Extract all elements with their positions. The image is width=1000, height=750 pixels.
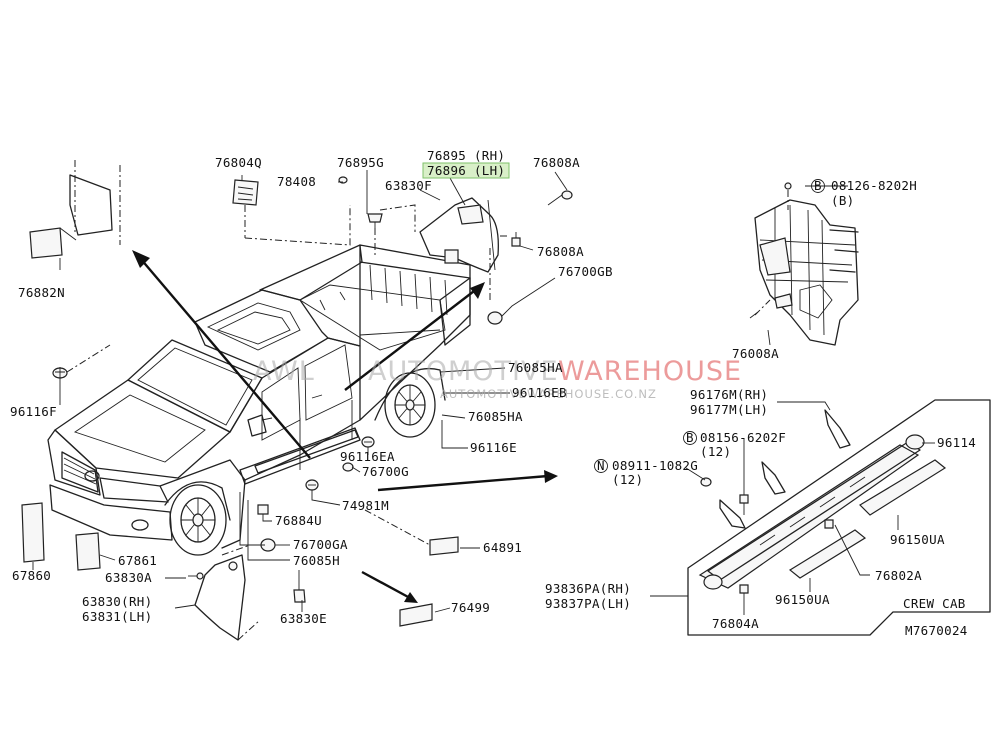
bolt-circle-B-1 bbox=[811, 179, 825, 193]
label-76008A[interactable]: 76008A bbox=[732, 346, 779, 361]
part-76700GB-grommet bbox=[487, 311, 503, 325]
label-76802A[interactable]: 76802A bbox=[875, 568, 922, 583]
label-08126-circle: B bbox=[814, 178, 822, 193]
part-67861-plate bbox=[75, 532, 101, 571]
watermark-middle: AUTOMOTIVE bbox=[368, 356, 559, 387]
label-96176M-rh[interactable]: 96176M(RH) bbox=[690, 387, 768, 402]
label-96116EA[interactable]: 96116EA bbox=[340, 449, 395, 464]
label-63830F[interactable]: 63830F bbox=[385, 178, 432, 193]
crew-cab-title: CREW CAB bbox=[903, 596, 966, 611]
assembly-guides-top bbox=[244, 204, 510, 300]
part-76895-mudguard-rear bbox=[419, 197, 499, 273]
label-76804A[interactable]: 76804A bbox=[712, 616, 759, 631]
label-08156[interactable]: 08156-6202F bbox=[700, 430, 786, 445]
watermark: AWL AUTOMOTIVE WAREHOUSE AUTOMOTIVEWAREH… bbox=[253, 356, 742, 401]
part-76700G-plug bbox=[342, 462, 354, 472]
label-96177M-lh[interactable]: 96177M(LH) bbox=[690, 402, 768, 417]
part-76884U-clip bbox=[257, 504, 269, 515]
crew-cab-panel bbox=[687, 399, 991, 636]
label-08156-circle: B bbox=[686, 430, 694, 445]
highlight-box bbox=[422, 162, 510, 179]
label-76085HA-1[interactable]: 76085HA bbox=[508, 360, 563, 375]
label-08911[interactable]: 08911-1082G bbox=[612, 458, 698, 473]
watermark-left: AWL bbox=[253, 356, 315, 387]
label-76808A-top[interactable]: 76808A bbox=[533, 155, 580, 170]
label-08911-qty: (12) bbox=[612, 472, 643, 487]
part-78408-clip bbox=[338, 176, 348, 184]
label-76895-rh[interactable]: 76895 (RH) bbox=[427, 148, 505, 163]
truck-illustration bbox=[47, 244, 471, 556]
label-76804Q[interactable]: 76804Q bbox=[215, 155, 262, 170]
label-96116E[interactable]: 96116E bbox=[470, 440, 517, 455]
label-64891[interactable]: 64891 bbox=[483, 540, 522, 555]
label-96150UA-2[interactable]: 96150UA bbox=[775, 592, 830, 607]
label-63830-rh[interactable]: 63830(RH) bbox=[82, 594, 152, 609]
watermark-url: AUTOMOTIVEWAREHOUSE.CO.NZ bbox=[440, 387, 657, 401]
label-63830A[interactable]: 63830A bbox=[105, 570, 152, 585]
watermark-right: WAREHOUSE bbox=[558, 356, 742, 387]
label-93836PA-rh[interactable]: 93836PA(RH) bbox=[545, 581, 631, 596]
label-76700GA[interactable]: 76700GA bbox=[293, 537, 348, 552]
label-08126[interactable]: 08126-8202H bbox=[831, 178, 917, 193]
label-67861[interactable]: 67861 bbox=[118, 553, 157, 568]
part-96116EA-clip bbox=[361, 436, 375, 448]
label-76085HA-2[interactable]: 76085HA bbox=[468, 409, 523, 424]
label-78408[interactable]: 78408 bbox=[277, 174, 316, 189]
part-63830-mudflap-front bbox=[188, 544, 261, 641]
label-76895G[interactable]: 76895G bbox=[337, 155, 384, 170]
engine-bay-illustration bbox=[749, 182, 859, 346]
direction-arrows bbox=[132, 250, 558, 603]
label-96116EB[interactable]: 96116EB bbox=[512, 385, 567, 400]
label-76085H[interactable]: 76085H bbox=[293, 553, 340, 568]
label-74981M[interactable]: 74981M bbox=[342, 498, 389, 513]
label-63831-lh[interactable]: 63831(LH) bbox=[82, 609, 152, 624]
label-96114[interactable]: 96114 bbox=[937, 435, 976, 450]
label-67860[interactable]: 67860 bbox=[12, 568, 51, 583]
part-74981M-plug bbox=[305, 479, 319, 491]
label-96116F[interactable]: 96116F bbox=[10, 404, 57, 419]
label-76700G[interactable]: 76700G bbox=[362, 464, 409, 479]
label-76808A-mid[interactable]: 76808A bbox=[537, 244, 584, 259]
label-76884U[interactable]: 76884U bbox=[275, 513, 322, 528]
label-08126-qty: (B) bbox=[831, 193, 854, 208]
leader-lines bbox=[32, 170, 935, 615]
label-76700GB[interactable]: 76700GB bbox=[558, 264, 613, 279]
part-67860-plate bbox=[21, 502, 45, 563]
part-76804Q-pad bbox=[232, 179, 259, 206]
part-76808A-screws bbox=[511, 190, 573, 247]
label-76499[interactable]: 76499 bbox=[451, 600, 490, 615]
label-76896-lh[interactable]: 76896 (LH) bbox=[427, 163, 505, 178]
label-63830E[interactable]: 63830E bbox=[280, 611, 327, 626]
part-labels: 76804Q 78408 76895G 76895 (RH) 76896 (LH… bbox=[10, 148, 976, 638]
label-93837PA-lh[interactable]: 93837PA(LH) bbox=[545, 596, 631, 611]
label-76882N[interactable]: 76882N bbox=[18, 285, 65, 300]
part-64891-pad bbox=[364, 509, 459, 556]
part-63830E-clip bbox=[293, 570, 306, 603]
label-08156-qty: (12) bbox=[700, 444, 731, 459]
label-08911-circle: N bbox=[597, 458, 605, 473]
label-96150UA-1[interactable]: 96150UA bbox=[890, 532, 945, 547]
diagram-code: M7670024 bbox=[905, 623, 968, 638]
bolt-circle-B-2 bbox=[683, 431, 697, 445]
part-76499-pad bbox=[399, 603, 433, 627]
nut-circle-N bbox=[594, 459, 608, 473]
part-76895G-clip bbox=[367, 213, 383, 228]
part-96116F-clip bbox=[52, 344, 111, 405]
part-76882N-fender-liner bbox=[29, 160, 121, 259]
